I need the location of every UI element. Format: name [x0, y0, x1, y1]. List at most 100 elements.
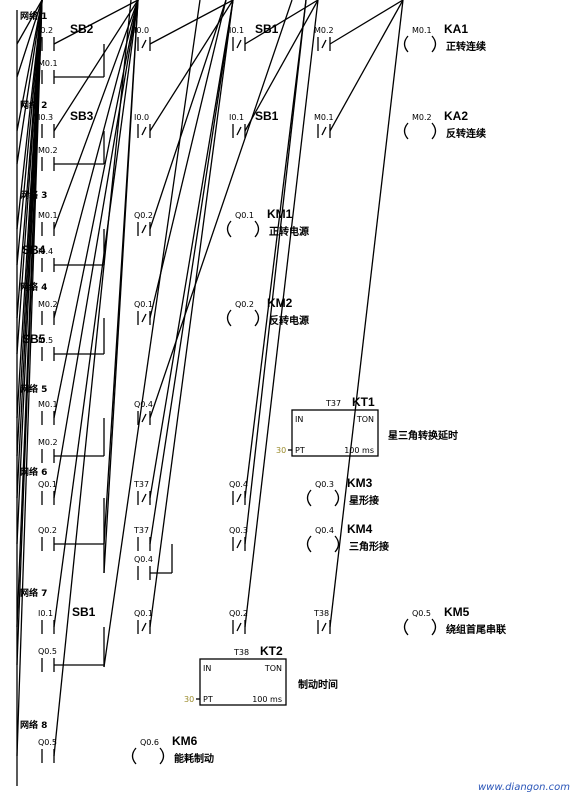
wire: [53, 0, 139, 45]
wire: [53, 0, 139, 132]
wires: [16, 0, 437, 786]
contact-address: I0.3: [38, 113, 53, 122]
network-label: 网络 2: [20, 99, 47, 111]
coil-address: M0.2: [412, 113, 432, 122]
network-label: 网络 3: [20, 189, 47, 201]
network-label: 网络 4: [20, 281, 47, 293]
contact-address: I0.1: [38, 609, 53, 618]
network-label: 网络 7: [20, 587, 47, 599]
device-tag: KM4: [347, 522, 373, 536]
contact-address: Q0.4: [229, 480, 248, 489]
device-tag: SB1: [255, 109, 279, 123]
wire: [53, 0, 139, 628]
coil-right: [431, 618, 437, 636]
timer-type: TON: [356, 415, 374, 424]
timer-box: [199, 658, 287, 706]
contact-address: Q0.4: [134, 400, 153, 409]
coil-right: [334, 489, 340, 507]
coil-address: Q0.1: [235, 211, 254, 220]
coil-left: [226, 309, 232, 327]
wire: [149, 0, 227, 230]
contact-address: T38: [313, 609, 329, 618]
wire: [53, 0, 139, 499]
coil-address: Q0.3: [315, 480, 334, 489]
watermark: www.diangon.com: [478, 782, 570, 793]
wire: [16, 0, 43, 165]
contact-address: I0.4: [38, 247, 53, 256]
coil-left: [306, 535, 312, 553]
wire: [149, 0, 227, 319]
timer-preset: 30: [184, 695, 194, 704]
contact-slash: [236, 539, 242, 549]
coil-address: Q0.6: [140, 738, 159, 747]
contact-address: I0.2: [38, 26, 53, 35]
wire: [244, 0, 319, 45]
timer-pt-pin: PT: [203, 695, 213, 704]
coil-address: Q0.4: [315, 526, 334, 535]
timer-pt-pin: PT: [295, 446, 305, 455]
coil-left: [226, 220, 232, 238]
device-tag: SB3: [70, 109, 94, 123]
timer-description: 星三角转换延时: [388, 429, 458, 442]
device-tag: KT1: [352, 395, 375, 409]
device-tag: KM6: [172, 734, 198, 748]
contact-address: M0.2: [314, 26, 334, 35]
contact-address: I0.0: [134, 26, 149, 35]
contact-address: M0.1: [38, 211, 58, 220]
device-tag: SB5: [22, 332, 46, 346]
wire: [329, 0, 404, 45]
contact-address: I0.5: [38, 336, 53, 345]
contact-slash: [236, 126, 242, 136]
contact-address: M0.1: [38, 59, 58, 68]
wire: [16, 0, 43, 45]
device-tag: KM5: [444, 605, 470, 619]
wire: [149, 0, 234, 545]
coil-right: [159, 747, 165, 765]
contact-address: T37: [133, 480, 149, 489]
contact-address: Q0.1: [134, 609, 153, 618]
coil-description: 反转电源: [269, 314, 309, 327]
coil-right: [431, 122, 437, 140]
coil-left: [403, 35, 409, 53]
contact-slash: [141, 39, 147, 49]
wire: [53, 0, 132, 757]
contact-slash: [141, 413, 147, 423]
coil-right: [334, 535, 340, 553]
contact-address: Q0.5: [38, 738, 57, 747]
contact-address: Q0.1: [38, 480, 57, 489]
wire: [149, 0, 234, 499]
wire: [16, 0, 43, 757]
coil-left: [306, 489, 312, 507]
network-label: 网络 6: [20, 466, 47, 478]
wire: [149, 0, 234, 45]
wire: [16, 0, 43, 78]
wire: [329, 0, 404, 132]
coil-description: 反转连续: [446, 127, 486, 140]
timer-unit: 100 ms: [344, 446, 374, 455]
contact-address: Q0.2: [229, 609, 248, 618]
coil-right: [431, 35, 437, 53]
contact-address: Q0.2: [38, 526, 57, 535]
wire: [149, 0, 234, 132]
contact-address: T37: [133, 526, 149, 535]
timer-address: T38: [233, 648, 249, 657]
wire: [244, 0, 319, 628]
coil-left: [403, 122, 409, 140]
coil-left: [131, 747, 137, 765]
coil-address: M0.1: [412, 26, 432, 35]
device-tag: KM1: [267, 207, 293, 221]
wire: [53, 0, 139, 319]
coil-description: 三角形接: [349, 540, 389, 553]
wire: [149, 0, 234, 628]
contact-address: Q0.3: [229, 526, 248, 535]
device-tag: SB2: [70, 22, 94, 36]
timer-description: 制动时间: [298, 678, 338, 691]
contact-address: M0.2: [38, 300, 58, 309]
network-label: 网络 5: [20, 383, 47, 395]
wire: [103, 0, 139, 574]
network-label: 网络 8: [20, 719, 47, 731]
contact-slash: [236, 622, 242, 632]
wire: [16, 0, 43, 132]
